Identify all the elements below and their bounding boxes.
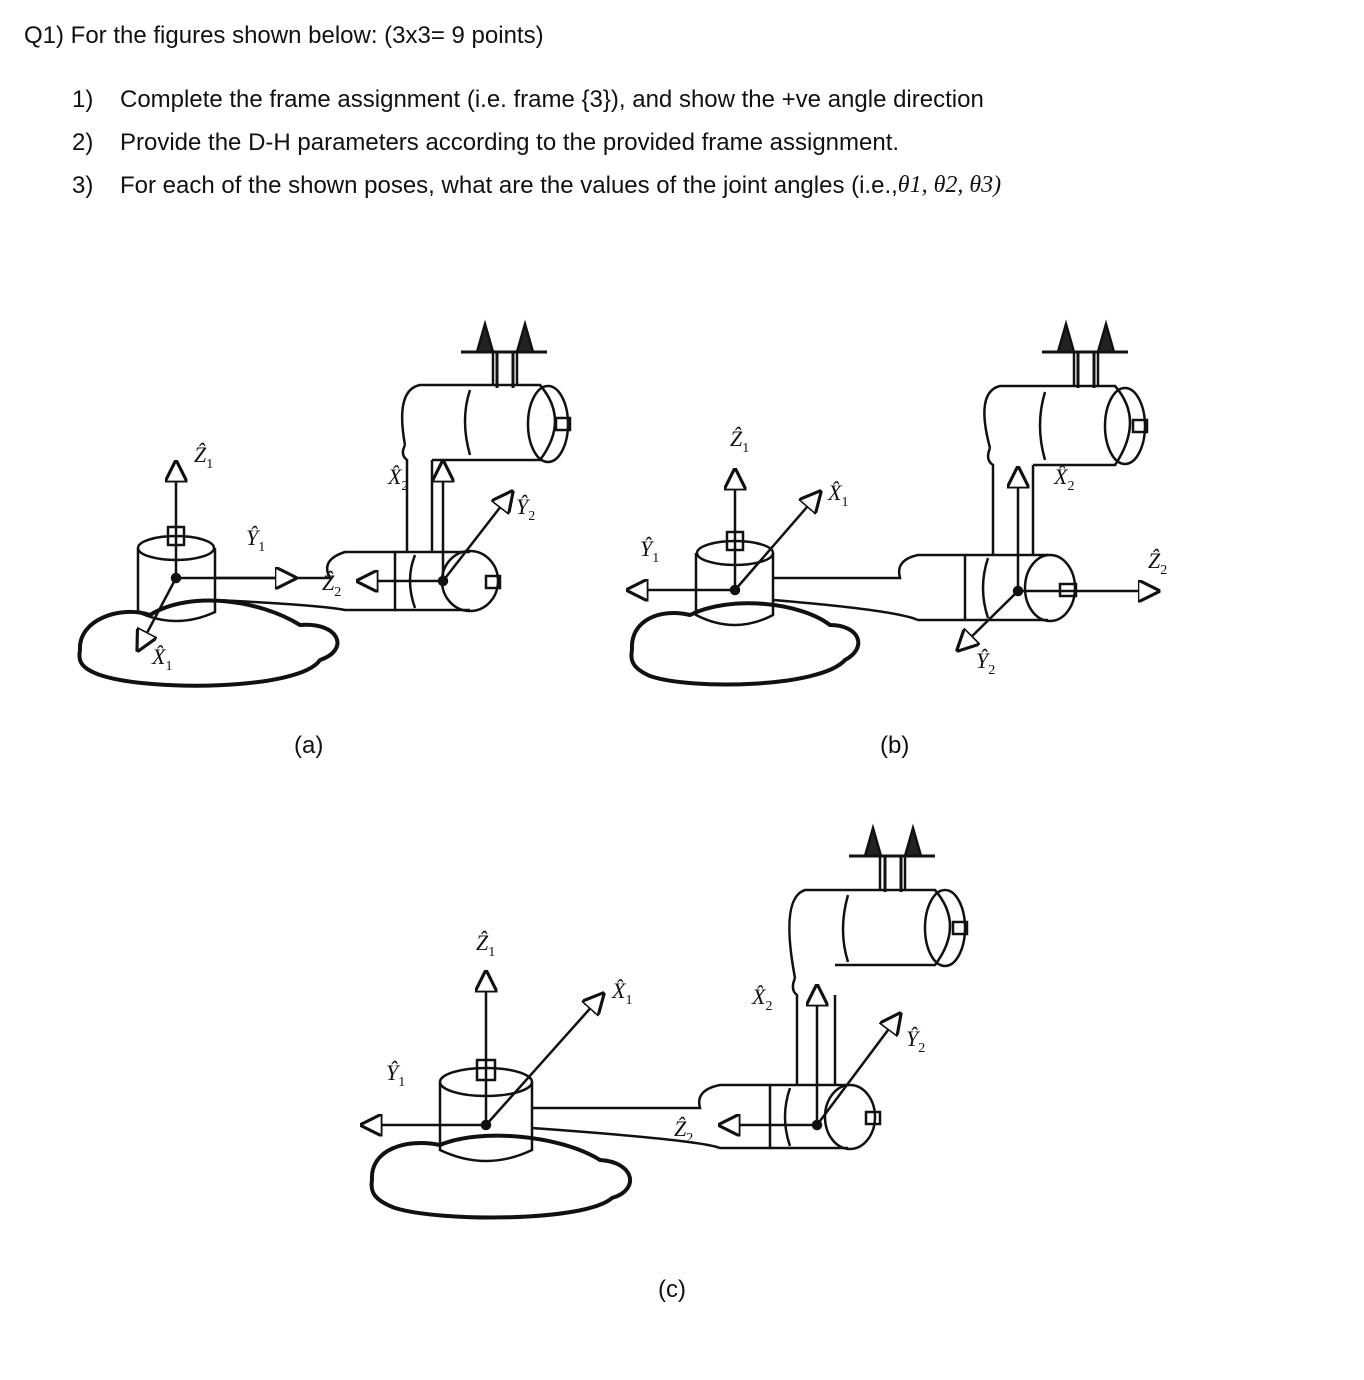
label-y1: Ŷ1 bbox=[640, 536, 659, 566]
link-2-upright bbox=[401, 444, 434, 552]
label-x1: X̂1 bbox=[611, 978, 632, 1008]
link-1 bbox=[214, 550, 397, 612]
base-cylinder bbox=[438, 1082, 534, 1163]
link-1 bbox=[772, 553, 967, 622]
upper-link bbox=[788, 888, 952, 979]
axis-x1 bbox=[734, 492, 820, 591]
joint-2-cylinder bbox=[770, 1083, 848, 1150]
axis-y2 bbox=[442, 492, 512, 582]
item-number: 1) bbox=[72, 86, 94, 113]
gripper-icon bbox=[459, 322, 549, 390]
figure-a-labels: Ẑ1 Ŷ1 X̂1 X̂2 Ŷ2 Ẑ2 bbox=[151, 442, 535, 674]
label-x1: X̂1 bbox=[151, 644, 172, 674]
upper-link bbox=[400, 383, 557, 462]
figure-c bbox=[362, 826, 969, 1220]
caption-b: (b) bbox=[880, 732, 910, 759]
label-y2: Ŷ2 bbox=[906, 1026, 925, 1056]
list-item: 1) Complete the frame assignment (i.e. f… bbox=[72, 86, 1001, 129]
item-text: Provide the D-H parameters according to … bbox=[120, 129, 900, 156]
item-number: 2) bbox=[72, 129, 94, 156]
figure-a bbox=[77, 322, 572, 688]
figure-b bbox=[628, 322, 1158, 687]
label-y2: Ŷ2 bbox=[976, 648, 995, 678]
base-blob bbox=[77, 598, 340, 688]
label-z2: Ẑ2 bbox=[1148, 548, 1167, 578]
label-z1: Ẑ1 bbox=[476, 930, 495, 960]
axis-x1 bbox=[138, 577, 178, 650]
upper-link bbox=[983, 384, 1132, 467]
link-2-upright bbox=[791, 977, 837, 1085]
joint-angles: θ1, θ2, θ3) bbox=[897, 172, 1002, 198]
list-item: 3) For each of the shown poses, what are… bbox=[72, 172, 1001, 215]
axis-x1 bbox=[485, 994, 603, 1126]
label-y1: Ŷ1 bbox=[386, 1060, 405, 1090]
label-z1: Ẑ1 bbox=[194, 442, 213, 472]
label-x2: X̂2 bbox=[751, 984, 772, 1014]
base-blob bbox=[629, 601, 861, 687]
figure-c-labels: Ẑ1 Ŷ1 X̂1 X̂2 Ŷ2 Ẑ2 bbox=[386, 930, 925, 1146]
item-text: Complete the frame assignment (i.e. fram… bbox=[120, 86, 984, 113]
label-z2: Ẑ2 bbox=[674, 1116, 693, 1146]
axis-y2 bbox=[815, 1014, 900, 1126]
base-cylinder bbox=[136, 548, 217, 623]
axis-y2 bbox=[958, 590, 1019, 650]
caption-c: (c) bbox=[658, 1276, 686, 1303]
label-x2: X̂2 bbox=[387, 464, 408, 494]
instruction-list: 1) Complete the frame assignment (i.e. f… bbox=[72, 86, 1001, 215]
item-number: 3) bbox=[72, 172, 94, 199]
label-x1: X̂1 bbox=[827, 480, 848, 510]
question-title: Q1) For the figures shown below: (3x3= 9… bbox=[24, 22, 544, 49]
item-text: For each of the shown poses, what are th… bbox=[120, 172, 898, 199]
base-blob bbox=[369, 1133, 632, 1220]
label-y2: Ŷ2 bbox=[516, 494, 535, 524]
base-cylinder bbox=[694, 553, 775, 627]
label-y1: Ŷ1 bbox=[246, 525, 265, 555]
figure-b-labels: Ẑ1 Ŷ1 X̂1 X̂2 Ŷ2 Ẑ2 bbox=[640, 426, 1167, 678]
caption-a: (a) bbox=[294, 732, 324, 759]
list-item: 2) Provide the D-H parameters according … bbox=[72, 129, 1001, 172]
gripper-icon bbox=[1040, 322, 1130, 390]
label-x2: X̂2 bbox=[1053, 464, 1074, 494]
gripper-icon bbox=[847, 826, 937, 894]
joint-2-cylinder bbox=[965, 553, 1048, 622]
label-z1: Ẑ1 bbox=[730, 426, 749, 456]
link-2-upright bbox=[986, 447, 1035, 555]
link-1 bbox=[531, 1083, 772, 1150]
label-z2: Ẑ2 bbox=[322, 570, 341, 600]
